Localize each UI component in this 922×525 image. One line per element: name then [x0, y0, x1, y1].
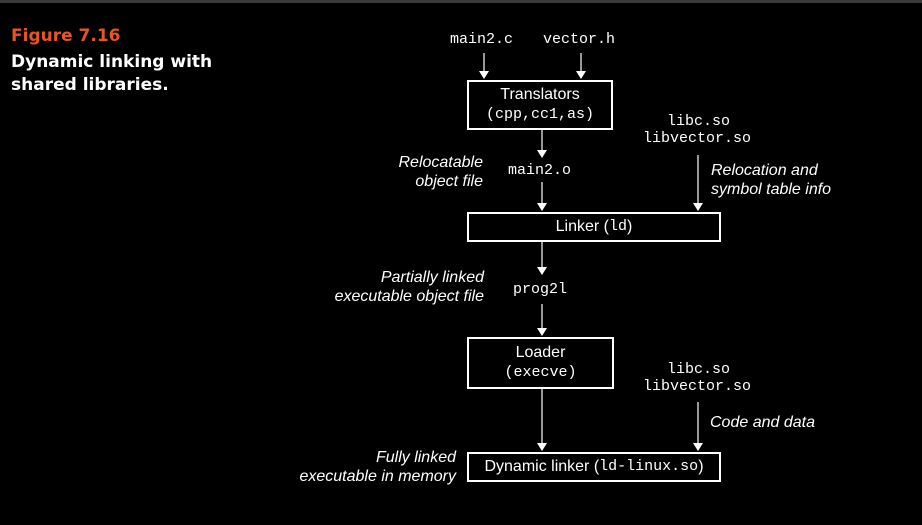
header-file-vectorh: vector.h [543, 31, 616, 48]
source-file-main2c: main2.c [450, 31, 514, 48]
linker-label: Linker ( [555, 218, 609, 235]
relocatable-label: Relocatable object file [360, 153, 484, 191]
figure-caption: Dynamic linking with shared libraries. [11, 52, 213, 95]
linker-cmd: ld [609, 218, 628, 235]
dynamic-linker-box: Dynamic linker (ld-linux.so) [467, 452, 721, 482]
loader-label: Loader [515, 344, 566, 361]
dynamic-linker-label: Dynamic linker ( [484, 458, 600, 475]
relocatable-label-line2: object file [415, 173, 483, 190]
fully-linked-line1: Fully linked [375, 449, 456, 466]
linker-box: Linker (ld) [467, 212, 721, 242]
linker-close: ) [627, 218, 633, 235]
relocation-info-line1: Relocation and [711, 162, 818, 179]
relocation-info-label: Relocation and symbol table info [711, 161, 831, 199]
translators-tools: (cpp,cc1,as) [485, 106, 595, 123]
fully-linked-line2: executable in memory [299, 468, 456, 485]
libc-so-top: libc.so [667, 113, 731, 130]
object-file-main2o: main2.o [508, 162, 572, 179]
translators-box: Translators (cpp,cc1,as) [467, 80, 613, 130]
relocation-info-line2: symbol table info [711, 181, 832, 198]
relocatable-label-line1: Relocatable [398, 154, 484, 171]
fully-linked-label: Fully linked executable in memory [280, 448, 456, 486]
libc-so-bottom: libc.so [667, 361, 731, 378]
figure-number: Figure 7.16 [11, 26, 121, 46]
loader-cmd: (execve) [504, 364, 577, 381]
dynamic-linker-close: ) [698, 458, 704, 475]
libvector-so-top: libvector.so [643, 130, 752, 147]
partial-label-line1: Partially linked [380, 269, 484, 286]
executable-prog2l: prog2l [513, 281, 568, 298]
libvector-so-bottom: libvector.so [643, 378, 752, 395]
partial-label-line2: executable object file [334, 288, 484, 305]
top-border [0, 0, 922, 3]
translators-label: Translators [500, 86, 580, 103]
partial-label: Partially linked executable object file [300, 268, 484, 306]
dynamic-linker-cmd: ld-linux.so [599, 458, 699, 475]
loader-box: Loader (execve) [467, 337, 614, 389]
code-data-label: Code and data [710, 414, 815, 431]
